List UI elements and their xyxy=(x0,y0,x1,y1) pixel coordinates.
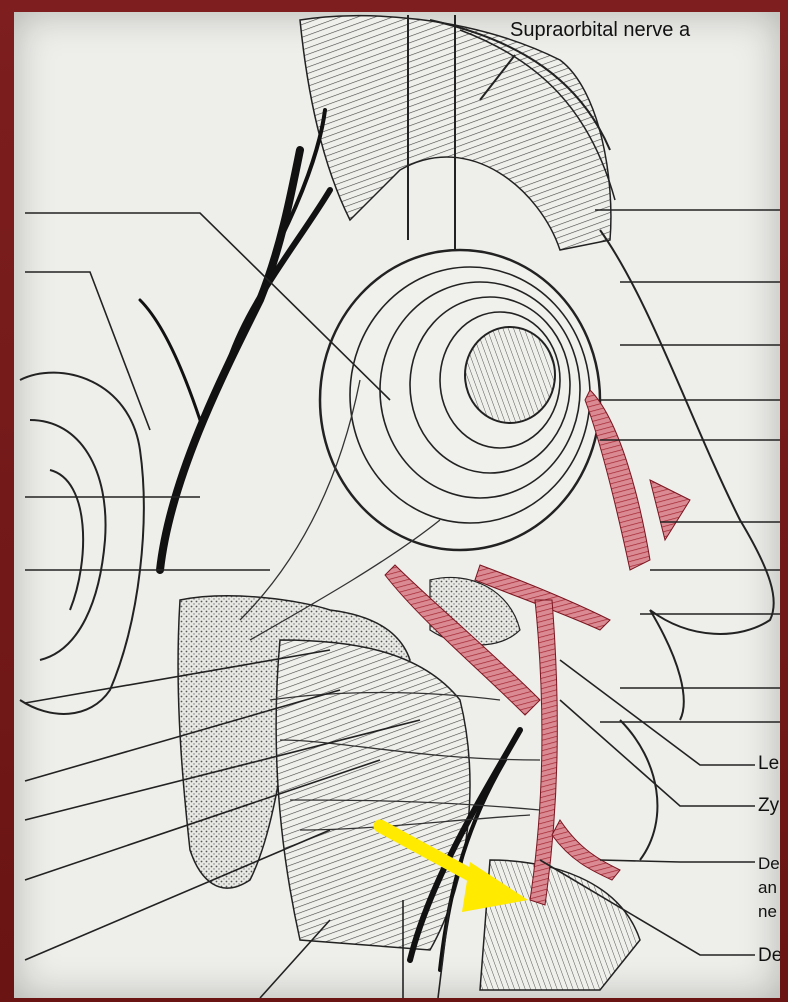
label-de-bottom: De xyxy=(758,946,780,966)
label-de-multi-2: an xyxy=(758,878,777,898)
label-de-multi-1: De xyxy=(758,854,780,874)
anatomy-drawing xyxy=(14,12,780,998)
label-le: Le xyxy=(758,754,779,774)
temporal-artery xyxy=(140,110,330,570)
label-supraorbital: Supraorbital nerve a xyxy=(510,20,690,40)
orbicularis-oculi xyxy=(320,250,600,550)
label-zy: Zy xyxy=(758,796,779,816)
label-de-multi-3: ne xyxy=(758,902,777,922)
ear xyxy=(20,373,144,714)
anatomy-page: Supraorbital nerve a Le Zy De an ne De xyxy=(14,12,780,998)
frontalis-muscle xyxy=(300,16,615,250)
